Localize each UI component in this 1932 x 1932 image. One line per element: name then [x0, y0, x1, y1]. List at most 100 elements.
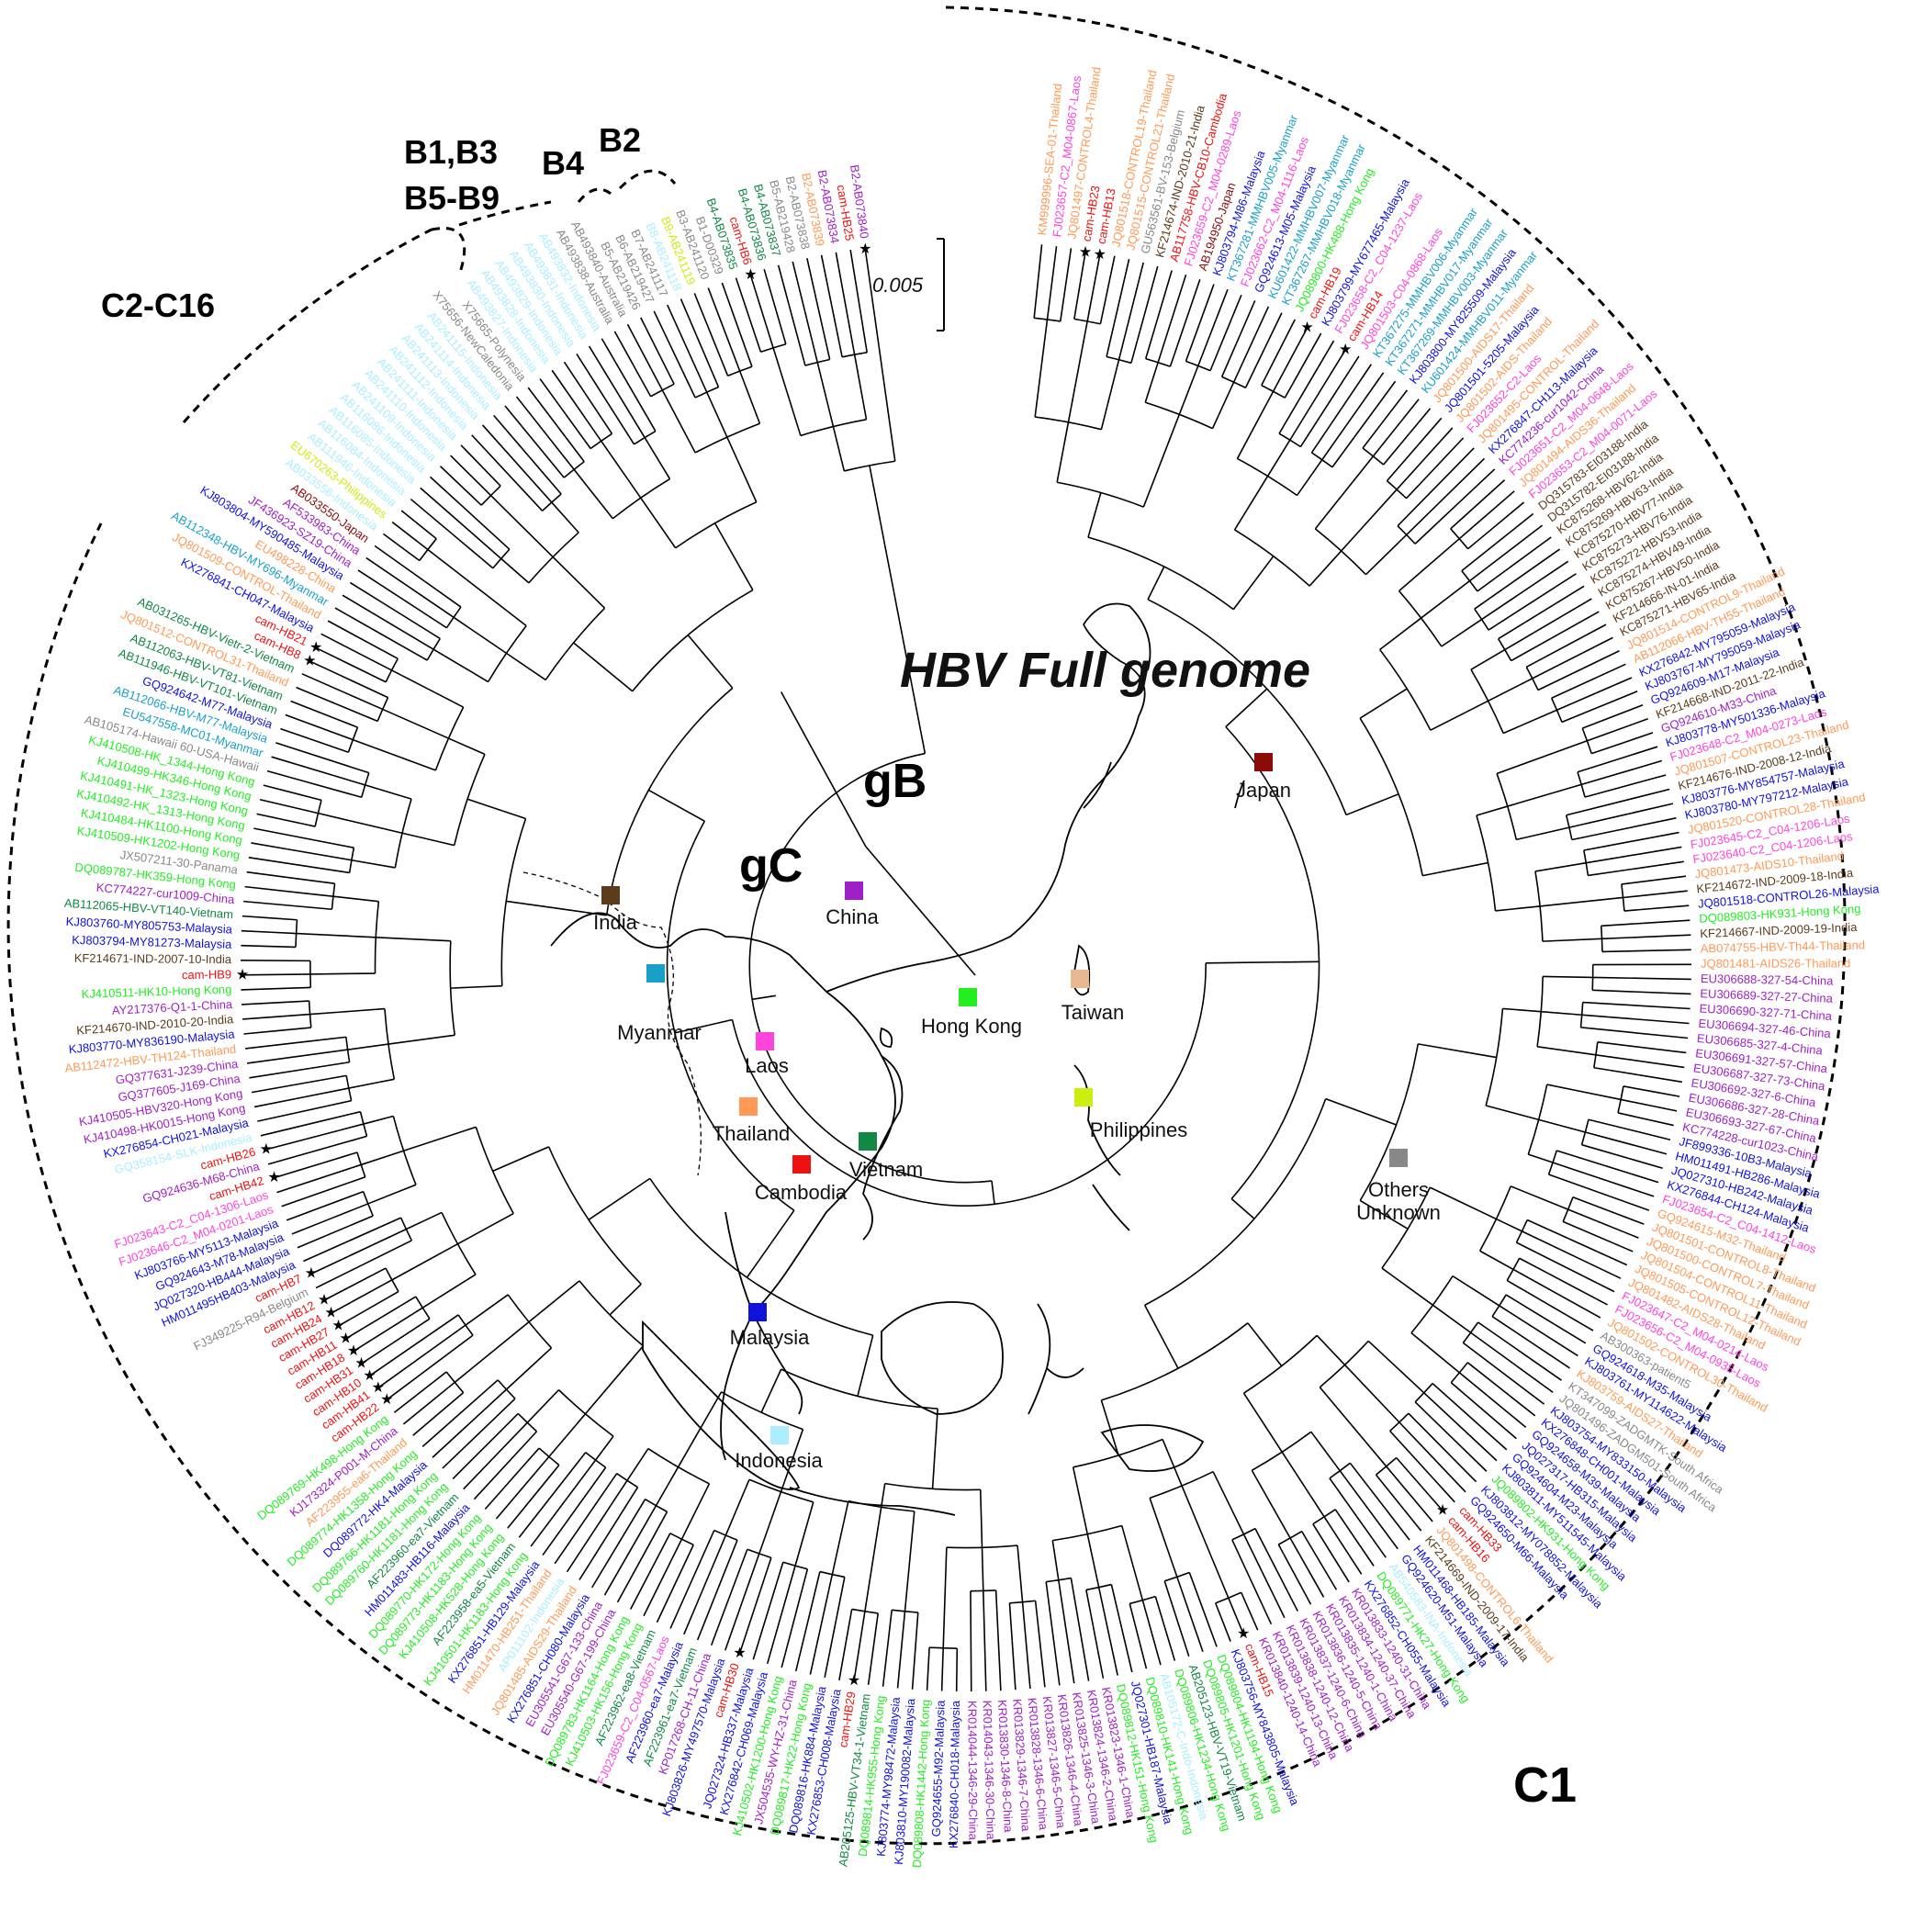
branch — [359, 1318, 431, 1365]
branch — [794, 1610, 812, 1672]
branch — [436, 1391, 465, 1416]
branch — [1341, 539, 1353, 552]
branch — [385, 1334, 474, 1402]
branch — [640, 379, 652, 398]
branch — [1502, 1390, 1536, 1417]
branch — [776, 1561, 784, 1581]
branch — [608, 1473, 618, 1486]
branch — [1100, 1399, 1119, 1456]
branch — [1297, 459, 1323, 495]
branch-arc — [453, 754, 486, 846]
branch — [579, 1466, 607, 1504]
branch — [1214, 288, 1229, 321]
branch — [609, 1283, 642, 1316]
branch — [1516, 826, 1570, 841]
branch — [1263, 312, 1283, 350]
branch — [1511, 634, 1558, 662]
branch — [1566, 788, 1670, 816]
branch — [643, 1554, 675, 1617]
branch — [1284, 369, 1301, 399]
branch — [1396, 1457, 1422, 1487]
branch — [450, 455, 492, 497]
branch — [1419, 538, 1460, 574]
branch — [1604, 1055, 1685, 1069]
branch — [1254, 1332, 1283, 1367]
branch — [251, 842, 287, 850]
branch — [1491, 1316, 1570, 1369]
branch — [260, 1120, 320, 1137]
branch — [259, 798, 319, 814]
branch — [677, 1426, 702, 1468]
branch — [1309, 571, 1323, 587]
branch — [275, 917, 298, 921]
branch — [1520, 1386, 1545, 1405]
branch — [1477, 1321, 1562, 1381]
branch — [429, 476, 511, 550]
branch — [533, 1347, 553, 1365]
branch — [1525, 660, 1539, 668]
branch — [1534, 868, 1552, 872]
branch — [1206, 961, 1249, 964]
leaf-label: KR014043-1346-30-China — [981, 1700, 998, 1840]
branch — [1350, 489, 1398, 541]
branch — [588, 1186, 637, 1220]
branch — [1073, 1593, 1090, 1681]
star-icon: ★ — [318, 1291, 331, 1309]
branch — [1444, 1394, 1508, 1451]
swatch-philippines — [1074, 1088, 1093, 1106]
branch — [669, 1535, 713, 1629]
scale-bar-label: 0.005 — [872, 274, 924, 297]
branch — [1011, 1640, 1017, 1690]
branch — [537, 541, 554, 558]
branch — [1382, 617, 1422, 648]
branch — [1325, 1451, 1341, 1472]
branch — [997, 1633, 1002, 1691]
branch — [1458, 1372, 1527, 1428]
branch — [243, 1029, 279, 1035]
swatch-cambodia — [792, 1155, 811, 1174]
branch — [1543, 975, 1593, 979]
branch — [1485, 1105, 1517, 1115]
branch — [576, 354, 635, 445]
branch — [1585, 1014, 1690, 1025]
branch — [1452, 1438, 1488, 1472]
branch — [286, 848, 353, 861]
branch — [1317, 340, 1335, 369]
branch — [557, 427, 585, 463]
branch — [911, 1636, 917, 1690]
branch — [473, 1432, 536, 1500]
branch — [1450, 1382, 1453, 1384]
branch — [1076, 250, 1087, 298]
arc-b1-b9 — [431, 200, 552, 276]
branch — [1432, 1304, 1472, 1333]
branch — [448, 737, 486, 756]
branch — [806, 258, 831, 360]
branch — [738, 1589, 762, 1656]
branch — [1414, 1401, 1455, 1440]
star-icon: ★ — [848, 1671, 860, 1689]
branch — [1122, 1529, 1144, 1601]
branch — [248, 856, 350, 874]
branch — [263, 784, 293, 794]
branch — [792, 261, 808, 320]
branch — [402, 1387, 449, 1425]
branch — [1625, 1128, 1671, 1141]
branch — [1278, 367, 1319, 434]
branch — [931, 1460, 936, 1489]
branch — [554, 1484, 611, 1565]
branch — [1572, 1196, 1618, 1216]
branch — [763, 268, 775, 303]
branch — [757, 418, 761, 424]
branch — [378, 1078, 395, 1084]
branch — [940, 1657, 944, 1691]
branch — [376, 1279, 393, 1289]
branch — [1144, 1305, 1163, 1337]
branch — [1211, 414, 1219, 429]
branch — [1261, 1570, 1286, 1619]
branch — [824, 1577, 846, 1679]
branch — [896, 1657, 902, 1689]
branch — [1587, 730, 1616, 742]
branch — [1085, 1589, 1092, 1615]
map-label-malaysia: Malaysia — [730, 1326, 811, 1349]
branch — [857, 1334, 874, 1397]
